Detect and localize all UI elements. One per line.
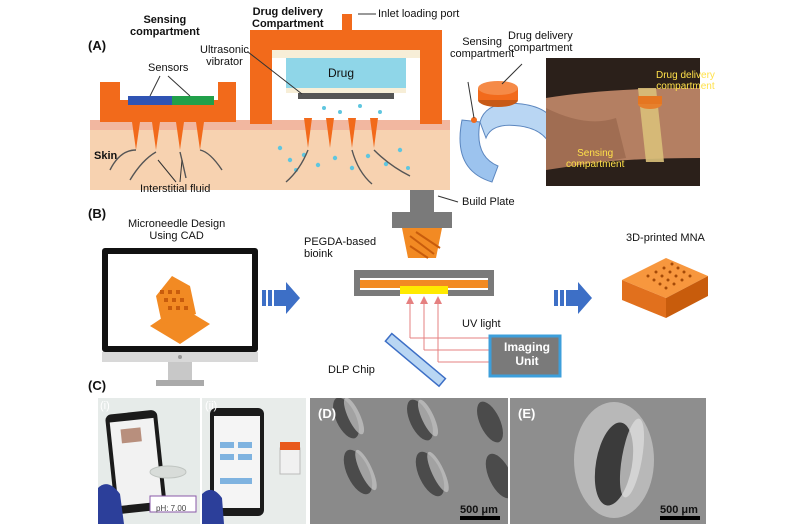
photo-drug-label: Drug delivery compartment: [656, 70, 715, 92]
photo-sensing-label: Sensing compartment: [566, 148, 625, 170]
sub-label-i: (i): [100, 400, 110, 412]
panel-e-tag: (E): [518, 406, 536, 421]
printed-mna-label: 3D-printed MNA: [626, 232, 705, 244]
panel-c-tag: (C): [88, 378, 107, 393]
scale-bar-e: 500 μm: [660, 504, 698, 516]
wearable-sensing-label: Sensing compartment: [450, 36, 515, 60]
scale-bar-d: 500 μm: [460, 504, 498, 516]
dlp-chip-label: DLP Chip: [328, 364, 375, 376]
wearable-drug-label: Drug delivery compartment: [508, 30, 573, 54]
printed-mna-render: [622, 258, 708, 318]
phone-photo-ii: [202, 398, 306, 524]
microneedle-design-label: Microneedle Design Using CAD: [128, 218, 226, 242]
drug-delivery-compartment-label: Drug delivery Compartment: [252, 6, 324, 30]
inlet-loading-port-label: Inlet loading port: [378, 8, 460, 20]
ultrasonic-vibrator-label: Ultrasonic vibrator: [200, 44, 249, 68]
drug-label: Drug: [328, 66, 355, 80]
process-arrow-2: [554, 282, 592, 314]
imaging-unit-label: Imaging Unit: [503, 340, 550, 368]
cad-monitor: [102, 248, 258, 386]
wearable-device-render: [459, 63, 557, 183]
ph-readout: pH: 7.00: [156, 504, 187, 513]
build-plate-label: Build Plate: [462, 196, 515, 208]
dlp-printer-schematic: [354, 190, 562, 388]
skin-label: Skin: [94, 150, 118, 162]
wrist-photo: [546, 58, 700, 186]
uv-light-label: UV light: [462, 318, 501, 330]
pegda-bioink-label: PEGDA-based bioink: [304, 236, 377, 260]
sem-image-e: [510, 398, 706, 524]
sub-label-ii: (ii): [205, 400, 218, 412]
process-arrow-1: [262, 282, 300, 314]
phone-photo-i: [98, 398, 200, 524]
panel-a-device-diagram: [90, 13, 450, 190]
panel-a-tag: (A): [88, 38, 107, 53]
sensing-compartment-label: Sensing compartment: [130, 14, 200, 38]
panel-d-tag: (D): [318, 406, 337, 421]
sem-image-d: [310, 398, 508, 524]
sensors-label: Sensors: [148, 62, 189, 74]
interstitial-fluid-label: Interstitial fluid: [140, 183, 211, 195]
panel-b-tag: (B): [88, 206, 107, 221]
